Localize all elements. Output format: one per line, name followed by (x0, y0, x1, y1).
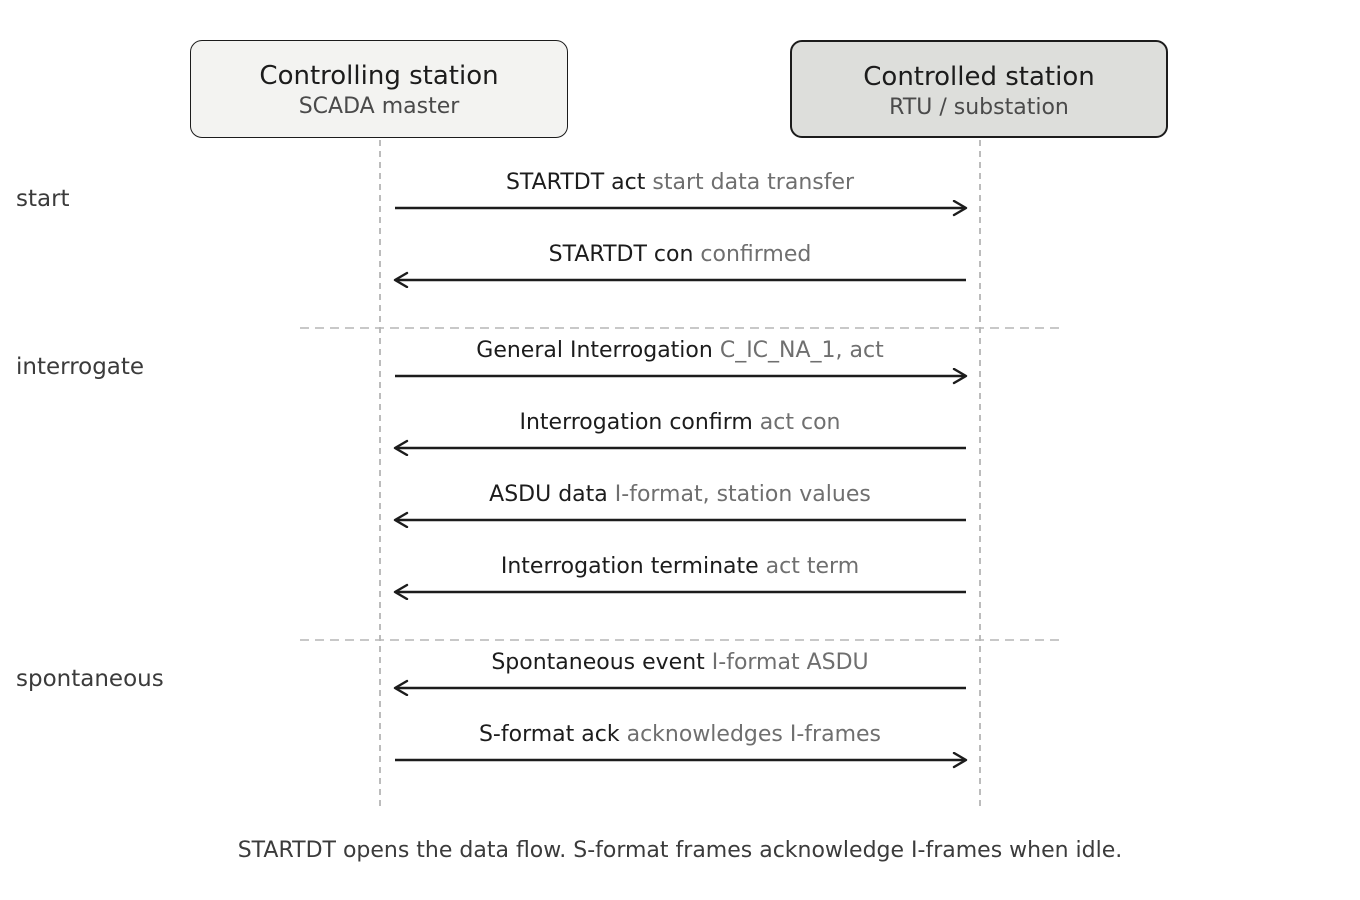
message-name: Spontaneous event (491, 650, 705, 675)
participant-title: Controlling station (259, 61, 499, 91)
participant-controlled-station: Controlled station RTU / substation (790, 40, 1168, 138)
message-detail: I-format, station values (614, 482, 871, 507)
participant-subtitle: SCADA master (298, 94, 460, 119)
message-label: ASDU data I-format, station values (380, 481, 980, 509)
message-label: General Interrogation C_IC_NA_1, act (380, 337, 980, 365)
phase-label-spontaneous: spontaneous (16, 666, 164, 692)
message-label: Spontaneous event I-format ASDU (380, 649, 980, 677)
message-name: S-format ack (478, 722, 620, 747)
message-label: S-format ack acknowledges I-frames (380, 721, 980, 749)
message-name: ASDU data (489, 482, 608, 507)
message-detail: start data transfer (652, 170, 855, 195)
message-name: Interrogation confirm (519, 410, 753, 435)
diagram-caption: STARTDT opens the data flow. S-format fr… (237, 838, 1123, 863)
message-label: Interrogation confirm act con (380, 409, 980, 437)
message-name: Interrogation terminate (500, 554, 759, 579)
phase-label-interrogate: interrogate (16, 354, 145, 380)
message-label: Interrogation terminate act term (380, 553, 980, 581)
message-label: STARTDT act start data transfer (380, 169, 980, 197)
phase-label-start: start (16, 186, 70, 212)
message-detail: act con (759, 410, 841, 435)
message-detail: acknowledges I-frames (626, 722, 882, 747)
participant-title: Controlled station (863, 62, 1095, 92)
message-name: General Interrogation (476, 338, 713, 363)
message-detail: C_IC_NA_1, act (719, 338, 884, 363)
participant-controlling-station: Controlling station SCADA master (190, 40, 568, 138)
message-label: STARTDT con confirmed (380, 241, 980, 269)
participant-subtitle: RTU / substation (889, 95, 1069, 120)
message-detail: act term (765, 554, 860, 579)
message-name: STARTDT act (505, 170, 646, 195)
message-name: STARTDT con (548, 242, 694, 267)
message-detail: confirmed (700, 242, 812, 267)
message-arrows (395, 208, 966, 760)
message-detail: I-format ASDU (711, 650, 869, 675)
